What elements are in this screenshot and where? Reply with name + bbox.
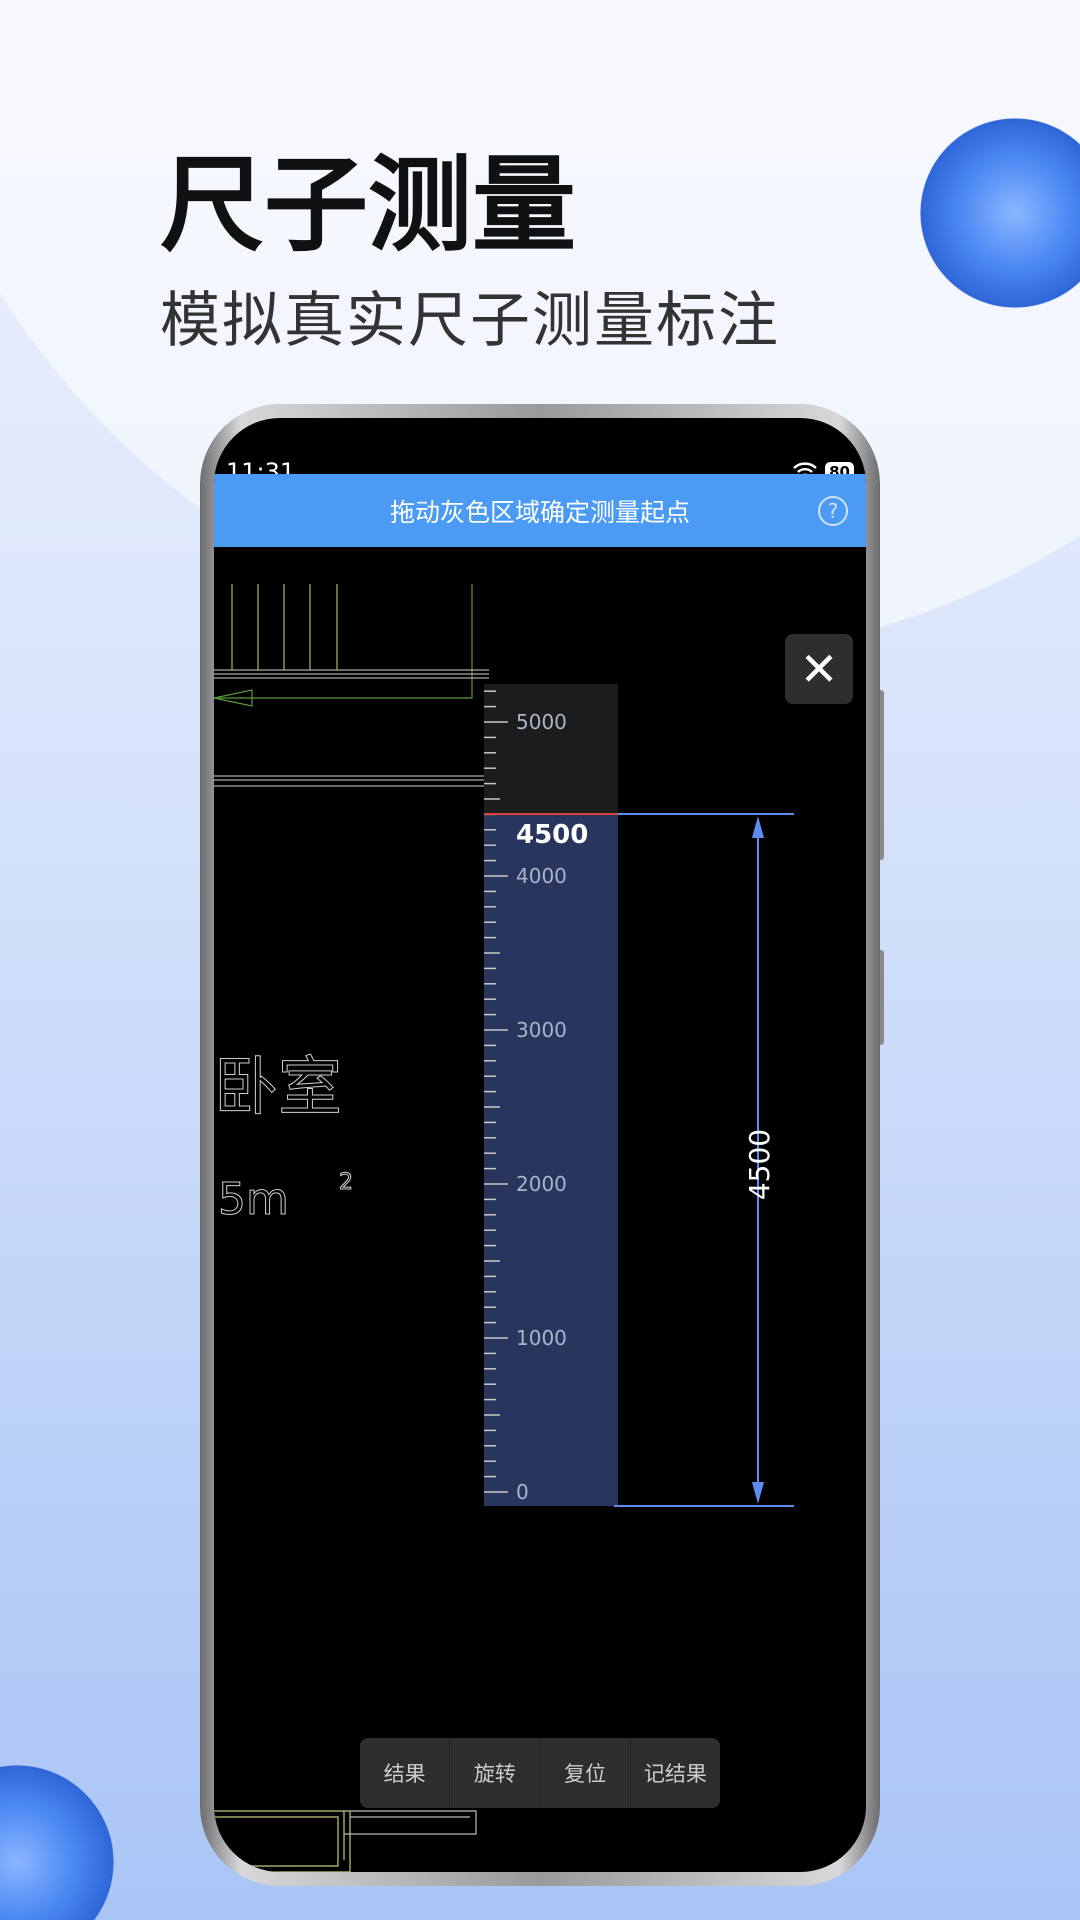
ruler-tick-label: 1000 [516,1326,567,1350]
room-area: 5m [218,1174,290,1226]
arrow-down-icon [752,1482,764,1504]
toolbar-reset-button[interactable]: 复位 [541,1738,631,1808]
arrow-up-icon [752,816,764,838]
ruler-tick-label: 2000 [516,1172,567,1196]
close-button[interactable]: ✕ [785,634,853,704]
room-name: 卧室 [214,1051,343,1126]
toolbar-result-button[interactable]: 结果 [360,1738,451,1808]
measurement-canvas[interactable] [214,472,866,1872]
ruler-tick-label: 5000 [516,710,567,734]
ruler-handle-gray[interactable] [484,684,618,814]
bottom-toolbar: 结果 旋转 复位 记结果 [360,1738,720,1808]
close-icon: ✕ [799,642,839,696]
floor-plan-lines [214,584,489,1872]
room-area-superscript: 2 [339,1170,354,1196]
ruler-tick-label: 0 [516,1480,529,1504]
ruler-tick-label: 3000 [516,1018,567,1042]
toolbar-rotate-button[interactable]: 旋转 [450,1738,541,1808]
ruler-measure-area[interactable] [484,814,618,1506]
toolbar-record-button[interactable]: 记结果 [643,1762,707,1786]
power-button [878,950,884,1045]
ruler-tick-label: 4000 [516,864,567,888]
question-circle-icon[interactable]: ? [818,496,848,526]
app-bar: 拖动灰色区域确定测量起点 ? [214,474,866,547]
volume-button [878,690,884,860]
ruler-current-value: 4500 [516,820,589,850]
hint-text: 拖动灰色区域确定测量起点 [389,497,690,527]
page-title: 尺子测量 [160,144,577,266]
page-subtitle: 模拟真实尺子测量标注 [160,286,780,356]
dimension-label: 4500 [743,1128,777,1201]
